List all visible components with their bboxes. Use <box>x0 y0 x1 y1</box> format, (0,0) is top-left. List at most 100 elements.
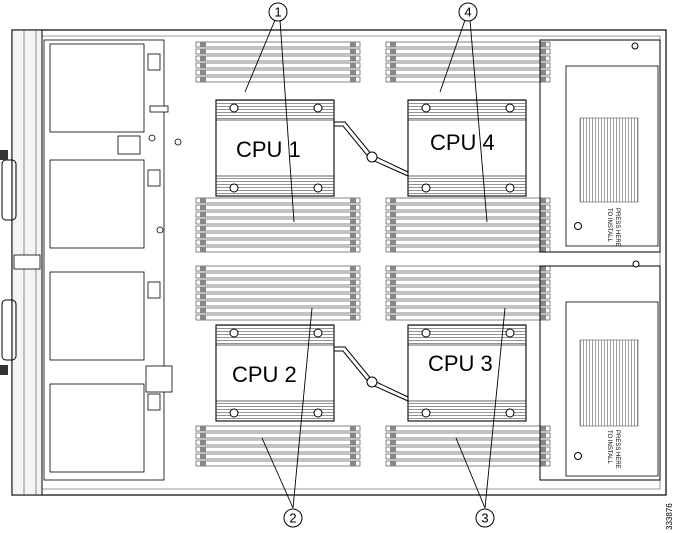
dimm-slot <box>385 41 551 48</box>
dimm-slot <box>195 69 361 76</box>
dimm-latch <box>350 447 356 452</box>
dimm-slot <box>385 425 551 432</box>
dimm-latch <box>200 56 206 61</box>
latch-top-line1: PRESS HERE <box>614 208 620 247</box>
cpu3-label: CPU 3 <box>428 351 493 376</box>
cpu1-socket: CPU 1 <box>215 99 335 197</box>
callout-leaders <box>244 19 506 509</box>
dimm-latch <box>390 77 396 82</box>
dimm-latch <box>350 219 356 224</box>
cpu4-label: CPU 4 <box>430 130 495 155</box>
dimm-slot <box>385 432 551 439</box>
dimm-latch <box>350 49 356 54</box>
dimm-slot <box>195 293 361 300</box>
dimm-latch <box>390 233 396 238</box>
dimm-latch <box>540 308 546 313</box>
dimm-latch <box>200 273 206 278</box>
dimm-slot <box>195 197 361 204</box>
dimm-slot <box>195 300 361 307</box>
dimm-latch <box>390 440 396 445</box>
dimm-latch <box>540 266 546 271</box>
dimm-slot <box>195 55 361 62</box>
dimm-latch <box>350 233 356 238</box>
dimm-slot <box>195 453 361 460</box>
dimm-slot <box>195 232 361 239</box>
dimm-bank <box>385 265 551 321</box>
dimm-slot <box>195 307 361 314</box>
adapter-bottom: PRESS HERE TO INSTALL <box>539 260 661 481</box>
svg-text:4: 4 <box>464 5 471 20</box>
dimm-slot <box>385 204 551 211</box>
dimm-latch <box>200 233 206 238</box>
dimm-latch <box>540 70 546 75</box>
dimm-latch <box>540 426 546 431</box>
dimm-slot <box>385 225 551 232</box>
dimm-latch <box>390 198 396 203</box>
dimm-latch <box>540 461 546 466</box>
dimm-latch <box>390 315 396 320</box>
dimm-latch <box>350 461 356 466</box>
dimm-slot <box>195 265 361 272</box>
dimm-latch <box>540 77 546 82</box>
drive-bays <box>43 39 165 481</box>
dimm-slot <box>385 446 551 453</box>
latch-top-line2: TO INSTALL <box>606 208 612 242</box>
dimm-slot <box>385 293 551 300</box>
dimm-latch <box>390 247 396 252</box>
dimm-latch <box>390 426 396 431</box>
dimm-latch <box>350 308 356 313</box>
dimm-latch <box>540 233 546 238</box>
dimm-latch <box>390 273 396 278</box>
dimm-bank <box>385 425 551 467</box>
dimm-latch <box>540 56 546 61</box>
dimm-slot <box>195 286 361 293</box>
dimm-latch <box>350 56 356 61</box>
dimm-latch <box>390 294 396 299</box>
dimm-slot <box>385 439 551 446</box>
dimm-latch <box>350 240 356 245</box>
dimm-slot <box>385 218 551 225</box>
cpu2-socket: CPU 2 <box>215 324 335 422</box>
dimm-latch <box>390 49 396 54</box>
cpu3-socket: CPU 3 <box>407 324 527 422</box>
dimm-latch <box>540 42 546 47</box>
dimm-latch <box>540 440 546 445</box>
dimm-latch <box>390 42 396 47</box>
dimm-latch <box>200 49 206 54</box>
dimm-slot <box>195 460 361 467</box>
dimm-latch <box>540 454 546 459</box>
dimm-latch <box>390 56 396 61</box>
dimm-latch <box>390 287 396 292</box>
dimm-latch <box>350 433 356 438</box>
dimm-latch <box>200 301 206 306</box>
callout-3: 3 <box>475 508 495 528</box>
dimm-latch <box>350 42 356 47</box>
dimm-latch <box>390 308 396 313</box>
dimm-latch <box>350 63 356 68</box>
dimm-slot <box>385 453 551 460</box>
dimm-latch <box>200 226 206 231</box>
dimm-latch <box>350 454 356 459</box>
dimm-latch <box>540 287 546 292</box>
dimm-latch <box>540 447 546 452</box>
dimm-latch <box>200 240 206 245</box>
dimm-latch <box>200 42 206 47</box>
dimm-latch <box>200 440 206 445</box>
dimm-latch <box>390 454 396 459</box>
dimm-latch <box>200 454 206 459</box>
dimm-slot <box>385 69 551 76</box>
drive-bay <box>49 159 145 249</box>
dimm-slot <box>195 76 361 83</box>
dimm-latch <box>390 226 396 231</box>
dimm-latch <box>350 70 356 75</box>
misc-components <box>117 105 182 393</box>
dimm-latch <box>390 240 396 245</box>
dimm-slot <box>385 232 551 239</box>
dimm-latch <box>390 219 396 224</box>
dimm-latch <box>200 198 206 203</box>
dimm-latch <box>540 219 546 224</box>
dimm-latch <box>390 280 396 285</box>
dimm-latch <box>200 70 206 75</box>
dimm-latch <box>350 287 356 292</box>
dimm-latch <box>350 440 356 445</box>
